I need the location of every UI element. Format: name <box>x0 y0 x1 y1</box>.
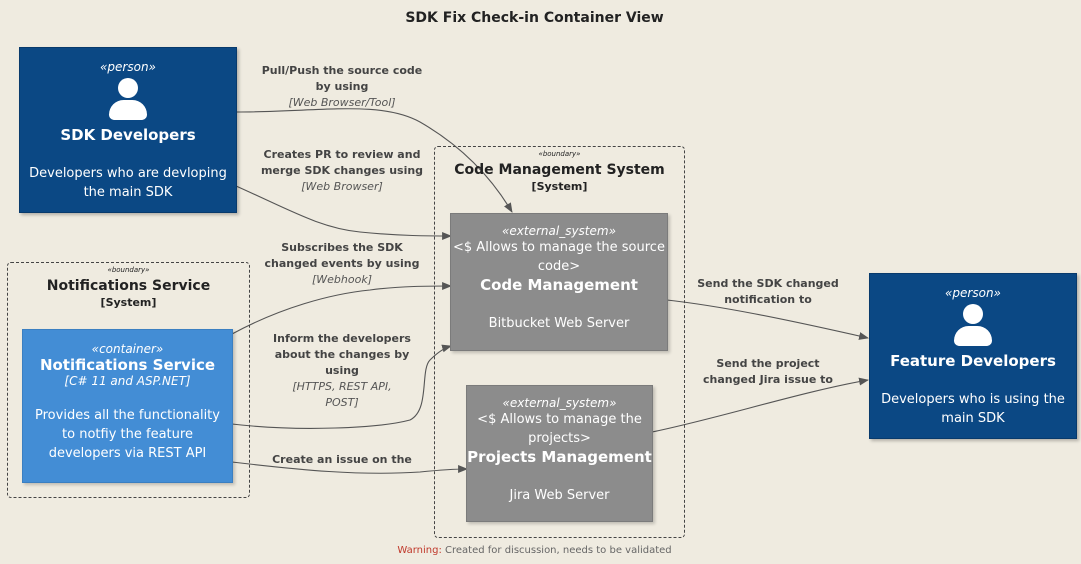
node-stereotype: «container» <box>91 342 164 356</box>
node-name: Feature Developers <box>890 352 1056 370</box>
node-description: Developers who are devloping the main SD… <box>29 166 227 200</box>
node-stereotype: «person» <box>100 60 156 74</box>
person-icon <box>109 78 147 122</box>
edge-create-issue <box>231 461 468 474</box>
node-stereotype: «external_system» <box>502 224 616 238</box>
edge-label-create-pr: Creates PR to review and merge SDK chang… <box>260 148 424 193</box>
node-stereotype: «person» <box>945 286 1001 300</box>
edge-inform <box>231 344 452 429</box>
edge-create-pr <box>235 185 452 240</box>
warning-label: Warning: <box>397 545 442 556</box>
node-description: Bitbucket Web Server <box>488 316 630 331</box>
node-name: SDK Developers <box>60 126 196 144</box>
node-feature-developers[interactable]: «person» Feature Developers Developers w… <box>869 273 1077 439</box>
node-sdk-developers[interactable]: «person» SDK Developers Developers who a… <box>19 47 237 213</box>
edge-label-send-sdk-changed: Send the SDK changed notification to <box>697 277 839 306</box>
edge-label-pull-push: Pull/Push the source code by using [Web … <box>261 64 423 109</box>
boundary-name: Notifications Service <box>46 278 211 294</box>
boundary-stereotype: «boundary» <box>538 150 581 158</box>
node-technology: [C# 11 and ASP.NET] <box>64 374 191 388</box>
boundary-type: [System] <box>100 296 157 309</box>
boundary-type: [System] <box>531 180 588 193</box>
node-name: Code Management <box>480 276 638 294</box>
edge-label-inform: Inform the developers about the changes … <box>273 332 411 409</box>
node-name: Projects Management <box>467 448 652 466</box>
node-label: <$ Allows to manage the source code> <box>453 240 665 274</box>
node-stereotype: «external_system» <box>502 396 617 410</box>
boundary-code-management-system: «boundary» Code Management System [Syste… <box>434 146 685 538</box>
node-label: <$ Allows to manage the projects> <box>477 412 642 446</box>
node-description: Provides all the functionality to notfiy… <box>35 408 220 461</box>
edge-label-send-project-changed: Send the project changed Jira issue to <box>703 357 833 386</box>
warning-text: Created for discussion, needs to be vali… <box>445 545 672 556</box>
boundary-notifications-service: «boundary» Notifications Service [System… <box>7 262 250 498</box>
node-description: Jira Web Server <box>509 488 610 503</box>
edge-send-sdk <box>666 299 869 340</box>
node-description: Developers who is using the main SDK <box>881 392 1065 426</box>
edge-pull-push <box>235 108 513 213</box>
boundary-stereotype: «boundary» <box>107 266 150 274</box>
boundary-name: Code Management System <box>454 162 665 178</box>
person-icon <box>954 304 992 348</box>
node-projects-management[interactable]: «external_system» <$ Allows to manage th… <box>466 385 653 522</box>
node-name: Notifications Service <box>39 356 216 374</box>
node-notifications-service[interactable]: «container» Notifications Service [C# 11… <box>22 329 233 483</box>
edge-send-project <box>651 377 869 433</box>
footer-warning: Warning: Created for discussion, needs t… <box>0 545 1069 556</box>
edge-subscribes <box>231 282 452 335</box>
diagram-title: SDK Fix Check-in Container View <box>405 10 664 26</box>
edge-label-create-issue: Create an issue on the <box>272 453 412 466</box>
edge-label-subscribes: Subscribes the SDK changed events by usi… <box>264 241 420 286</box>
node-code-management[interactable]: «external_system» <$ Allows to manage th… <box>450 213 668 351</box>
